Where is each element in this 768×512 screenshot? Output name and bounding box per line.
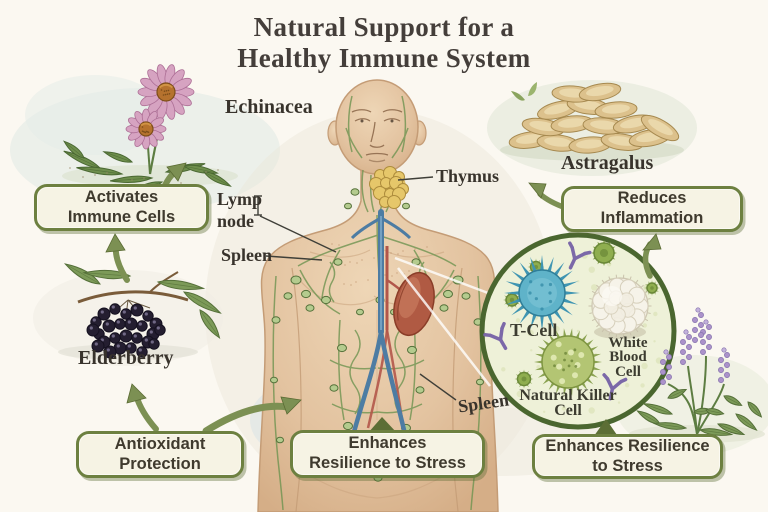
t-cell-illustration: [504, 255, 580, 331]
antibody-icons: [483, 241, 628, 401]
page-title: Natural Support for a Healthy Immune Sys…: [74, 12, 694, 73]
label-elderberry: Elderberry: [78, 347, 174, 369]
arrow-figure-to-center-box: [368, 417, 397, 433]
cells-inset-circle: [479, 232, 677, 430]
human-figure: [257, 79, 499, 512]
box-activates-immune-cells: Activates Immune Cells: [34, 184, 209, 231]
box-reduces-inflammation: Reduces Inflammation: [561, 186, 743, 232]
label-lymph-node: Lymp node: [217, 189, 263, 231]
title-line-1: Natural Support for a: [253, 12, 515, 42]
arrow-rightbox-to-inset: [594, 419, 617, 436]
label-spleen-left: Spleen: [221, 245, 273, 265]
thymus-pointer: [397, 176, 434, 181]
arrow-antioxidant-to-figure: [202, 402, 292, 435]
box-antioxidant-protection: Antioxidant Protection: [76, 431, 244, 478]
spleen-left-pointer: [265, 255, 323, 261]
label-t-cell: T-Cell: [510, 320, 558, 340]
spleen-right-pointer: [419, 373, 457, 401]
spleen-organ: [393, 271, 435, 337]
label-thymus: Thymus: [436, 166, 500, 186]
astragalus-illustration: [500, 82, 684, 161]
label-echinacea: Echinacea: [225, 96, 313, 118]
title-line-2: Healthy Immune System: [237, 42, 531, 73]
box-enhances-resilience-right: Enhances Resilience to Stress: [532, 434, 723, 479]
label-white-blood-cell: White Blood Cell: [608, 335, 648, 380]
natural-killer-cell-illustration: [534, 328, 602, 396]
magnifier-callout-lines: [394, 256, 497, 387]
pointer-lines: [254, 176, 457, 401]
elderberry-illustration: [58, 263, 222, 360]
box-enhances-resilience-center: Enhances Resilience to Stress: [290, 430, 485, 478]
blood-vessels: [350, 209, 412, 435]
white-blood-cell-illustration: [588, 274, 652, 339]
flow-arrows: [105, 162, 662, 436]
label-natural-killer-cell: Natural Killer Cell: [519, 387, 617, 420]
lymph-node-pointer: [254, 195, 337, 253]
label-astragalus: Astragalus: [561, 152, 654, 174]
echinacea-illustration: [62, 64, 238, 194]
virus-particles: [503, 240, 660, 389]
face-features: [351, 109, 403, 163]
